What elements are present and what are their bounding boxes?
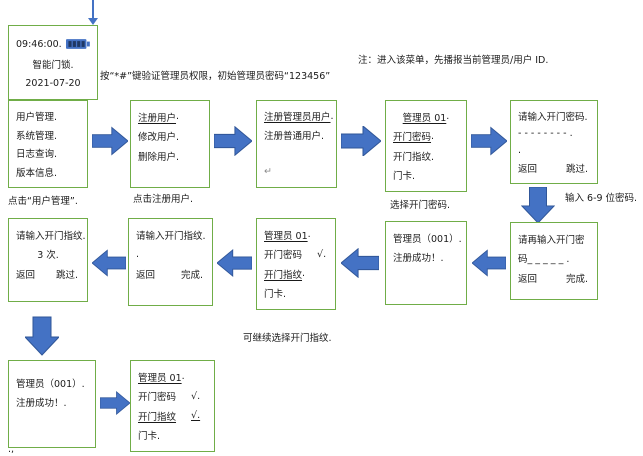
menu-item-system: 系统管理. [16, 130, 58, 142]
enter-fingerprint-prompt: 请输入开门指纹. [16, 230, 86, 242]
screen-admin01-menu-password-done: 管理员 01. 开门密码√. 开门指纹. 门卡. [256, 218, 336, 310]
flow-arrow-down-icon [521, 187, 555, 223]
menu-item-door-card: 门卡. [138, 431, 161, 443]
screen-register-success-2: 管理员（001）. 注册成功！. [8, 360, 96, 448]
menu-item-version: 版本信息. [16, 167, 58, 179]
admin-id-text: 管理员（001）. [16, 378, 85, 390]
screen-enter-fingerprint-times: 请输入开门指纹. 3 次. 返回 跳过. [8, 218, 88, 302]
entry-arrow-head-icon [88, 18, 98, 25]
admin-hint-text: 按“*#”键验证管理员权限，初始管理员密码“123456” [100, 71, 331, 82]
softkey-row: 返回 跳过. [518, 160, 590, 178]
admin-id-text: 管理员（001）. [393, 233, 462, 245]
enter-fingerprint-prompt: 请输入开门指纹. [136, 230, 206, 242]
menu-item-open-password: 开门密码. [393, 130, 435, 144]
admin01-title: 管理员 01. [402, 111, 450, 124]
admin01-title: 管理员 01. [264, 229, 311, 242]
back-softkey: 返回 [518, 273, 538, 285]
return-mark: ↵ [264, 166, 272, 178]
flow-arrow-right-icon [92, 126, 128, 156]
note-text: 注：进入该菜单，先播报当前管理员/用户 ID. [358, 55, 549, 66]
menu-item-logs: 日志查询. [16, 149, 58, 161]
flow-arrow-left-icon [341, 248, 379, 278]
blank-mark: . [136, 248, 140, 260]
menu-item-door-card: 门卡. [393, 171, 416, 183]
blank-mark: . [518, 145, 522, 157]
menu-item-open-fingerprint: 开门指纹√. [138, 410, 201, 423]
menu-item-door-card: 门卡. [264, 289, 287, 301]
flow-arrow-down-icon [25, 316, 59, 356]
flow-arrow-right-icon [100, 390, 130, 416]
screen-main-menu: 用户管理. 系统管理. 日志查询. 版本信息. [8, 100, 88, 188]
admin01-title: 管理员 01. [138, 371, 185, 384]
screen-home: 09:46:00. 智能门锁. 2021-07-20 [8, 25, 98, 100]
reenter-password-prompt-1: 请再输入开门密 [518, 234, 585, 246]
screen-reenter-password: 请再输入开门密 码_ _ _ _ _ . 返回 完成. [510, 222, 598, 300]
fingerprint-times: 3 次. [37, 250, 59, 262]
softkey-row: 返回 完成. [518, 268, 590, 288]
reenter-password-prompt-2: 码_ _ _ _ _ . [518, 254, 570, 266]
enter-password-prompt: 请输入开门密码. [518, 111, 588, 123]
entry-arrow-line [92, 0, 94, 18]
screen-user-menu: 注册用户. 修改用户. 删除用户. [130, 100, 210, 188]
screen-register-success: 管理员（001）. 注册成功！. [385, 221, 467, 305]
caption-step2: 点击注册用户. [133, 194, 194, 205]
menu-item-users: 用户管理. [16, 112, 58, 124]
done-softkey: 完成. [565, 273, 588, 285]
screen-enter-password: 请输入开门密码. - - - - - - - - . . 返回 跳过. [510, 100, 598, 184]
check-mark: √. [191, 410, 201, 422]
flow-arrow-right-icon [214, 126, 252, 156]
menu-item-delete-user: 删除用户. [138, 151, 180, 163]
caption-password-hint: 输入 6-9 位密码. [565, 193, 638, 204]
screen-enter-fingerprint-done: 请输入开门指纹. . 返回 完成. [128, 218, 213, 306]
password-dashes: - - - - - - - - . [518, 127, 573, 139]
softkey-row: 返回 完成. [136, 264, 205, 284]
menu-item-open-fingerprint: 开门指纹. [393, 151, 435, 163]
softkey-row: 返回 跳过. [16, 264, 80, 284]
screen-register-type: 注册管理员用户. 注册普通用户. ↵ [256, 100, 337, 188]
home-date: 2021-07-20 [25, 77, 81, 89]
screen-admin01-menu: 管理员 01. 开门密码. 开门指纹. 门卡. [385, 100, 467, 192]
back-softkey: 返回 [518, 164, 538, 176]
battery-icon [65, 39, 90, 50]
home-time: 09:46:00. [16, 39, 62, 51]
success-text: 注册成功！. [393, 253, 444, 265]
home-name: 智能门锁. [32, 59, 74, 71]
back-softkey: 返回 [136, 269, 156, 281]
menu-item-modify-user: 修改用户. [138, 132, 180, 144]
screen-admin01-menu-all-done: 管理员 01. 开门密码√. 开门指纹√. 门卡. [130, 360, 215, 452]
menu-item-open-fingerprint: 开门指纹. [264, 268, 306, 281]
flow-arrow-left-icon [92, 249, 126, 277]
menu-item-open-password: 开门密码√. [264, 248, 327, 262]
caption-step4: 选择开门密码. [390, 200, 451, 211]
flow-arrow-left-icon [217, 248, 252, 278]
skip-softkey: 跳过. [55, 269, 78, 281]
menu-item-register-admin: 注册管理员用户. [264, 110, 334, 124]
skip-softkey: 跳过. [565, 164, 588, 176]
success-text: 注册成功！. [16, 398, 67, 410]
check-mark: √. [317, 248, 327, 260]
flow-arrow-right-icon [341, 126, 381, 156]
caption-step1: 点击“用户管理”. [8, 196, 78, 207]
check-mark: √. [191, 390, 201, 402]
menu-item-register-normal: 注册普通用户. [264, 130, 325, 142]
menu-item-register-user: 注册用户. [138, 111, 180, 124]
flow-arrow-right-icon [471, 126, 507, 156]
bottom-format-mark: ., [8, 444, 15, 455]
menu-item-open-password: 开门密码√. [138, 390, 201, 404]
home-time-line: 09:46:00. [16, 35, 90, 54]
caption-fingerprint-hint: 可继续选择开门指纹. [243, 333, 332, 344]
flow-arrow-left-icon [472, 249, 506, 277]
done-softkey: 完成. [180, 269, 203, 281]
back-softkey: 返回 [16, 269, 36, 281]
